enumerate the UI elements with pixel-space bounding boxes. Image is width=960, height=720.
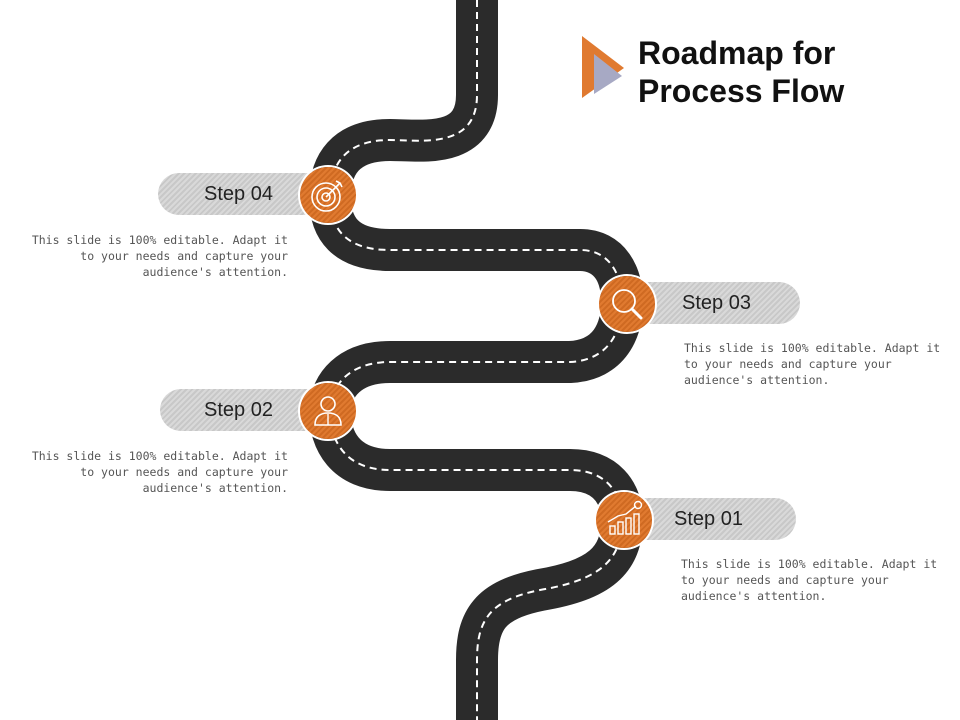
step-04-description: This slide is 100% editable. Adapt it to… [31, 233, 288, 279]
magnifier-icon [612, 289, 643, 320]
road-surface [309, 0, 643, 720]
step-01-label: Step 01 [674, 508, 743, 530]
triangle-logo-icon [582, 36, 624, 98]
step-04-label: Step 04 [204, 183, 273, 205]
page-title: Roadmap for Process Flow [638, 35, 845, 109]
step-01-description: This slide is 100% editable. Adapt it to… [681, 557, 938, 603]
step-03-label: Step 03 [682, 292, 751, 314]
step-02-description: This slide is 100% editable. Adapt it to… [31, 449, 288, 495]
step-02-badge [300, 383, 356, 439]
growth-chart-icon [607, 500, 643, 535]
person-icon [314, 396, 342, 426]
step-03-badge [599, 276, 655, 332]
lane-marking [328, 0, 624, 720]
step-01-badge [596, 492, 652, 548]
target-icon [311, 180, 343, 212]
step-03-description: This slide is 100% editable. Adapt it to… [684, 341, 941, 387]
step-02-label: Step 02 [204, 399, 273, 421]
step-04-badge [300, 167, 356, 223]
